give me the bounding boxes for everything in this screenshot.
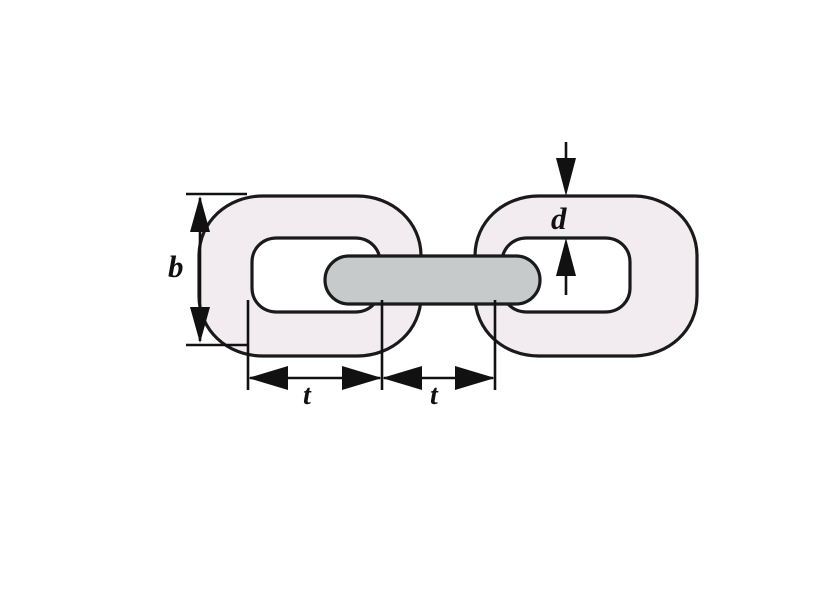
dimension-t1 — [248, 366, 382, 390]
dimension-label-t-first: t — [303, 380, 311, 411]
dimension-t-group — [246, 300, 497, 390]
dimension-label-d: d — [551, 201, 567, 236]
dimension-label-t-second: t — [430, 380, 438, 411]
dimension-label-b: b — [168, 249, 184, 284]
dimension-t2-arrow-right — [455, 366, 495, 390]
dimension-t2 — [382, 366, 495, 390]
dimension-b — [186, 192, 247, 347]
dimension-b-arrow-bottom — [190, 307, 210, 343]
dimension-b-arrow-top — [190, 196, 210, 232]
dimension-d-arrow-upper — [556, 158, 576, 196]
dimension-d — [556, 142, 576, 295]
center-bar-body — [323, 254, 542, 306]
center-connecting-bar — [323, 254, 542, 306]
dimension-d-arrow-lower — [556, 238, 576, 276]
dimension-t2-arrow-left — [382, 366, 422, 390]
dimension-t1-arrow-right — [342, 366, 382, 390]
dimension-t1-arrow-left — [248, 366, 288, 390]
